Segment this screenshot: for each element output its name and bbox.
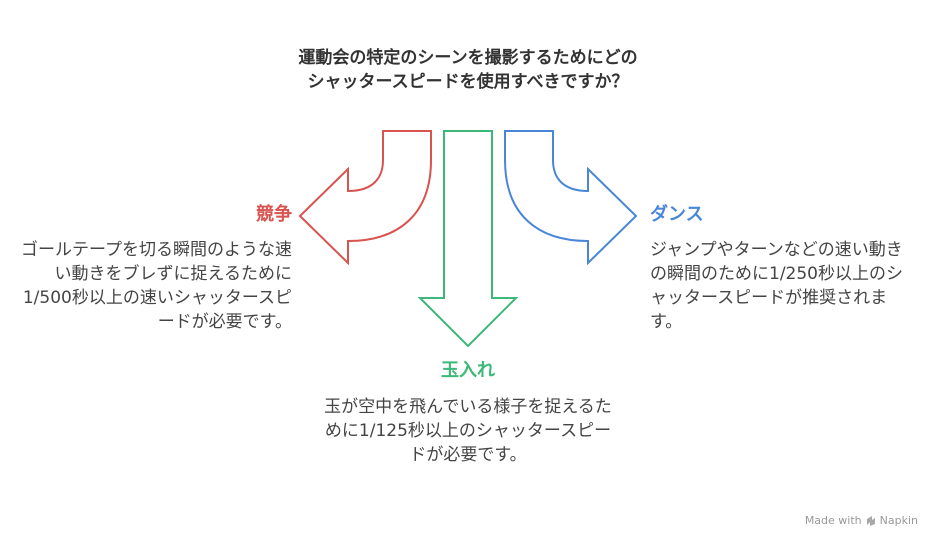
left-arrow (298, 130, 432, 266)
right-arrow (504, 130, 638, 266)
branch-description-left: ゴールテープを切る瞬間のような速い動きをブレずに捉えるために1/500秒以上の速… (21, 240, 292, 332)
center-arrow (417, 130, 519, 348)
question-heading: 運動会の特定のシーンを撮影するためにどのシャッタースピードを使用すべきですか？ (298, 48, 638, 92)
footer-text: Made with (804, 514, 862, 527)
napkin-logo-icon (866, 515, 875, 526)
branch-title-right: ダンス (650, 204, 704, 225)
branch-description-center: 玉が空中を飛んでいる様子を捉えるために1/125秒以上のシャッタースピードが必要… (324, 397, 612, 465)
branch-description-right: ジャンプやターンなどの速い動きの瞬間のために1/250秒以上のシャッタースピード… (650, 240, 903, 332)
made-with-napkin-badge[interactable]: Made with Napkin (805, 514, 918, 527)
footer-brand: Napkin (879, 514, 918, 527)
branch-title-center: 玉入れ (441, 360, 495, 381)
branch-title-left: 競争 (256, 204, 292, 225)
